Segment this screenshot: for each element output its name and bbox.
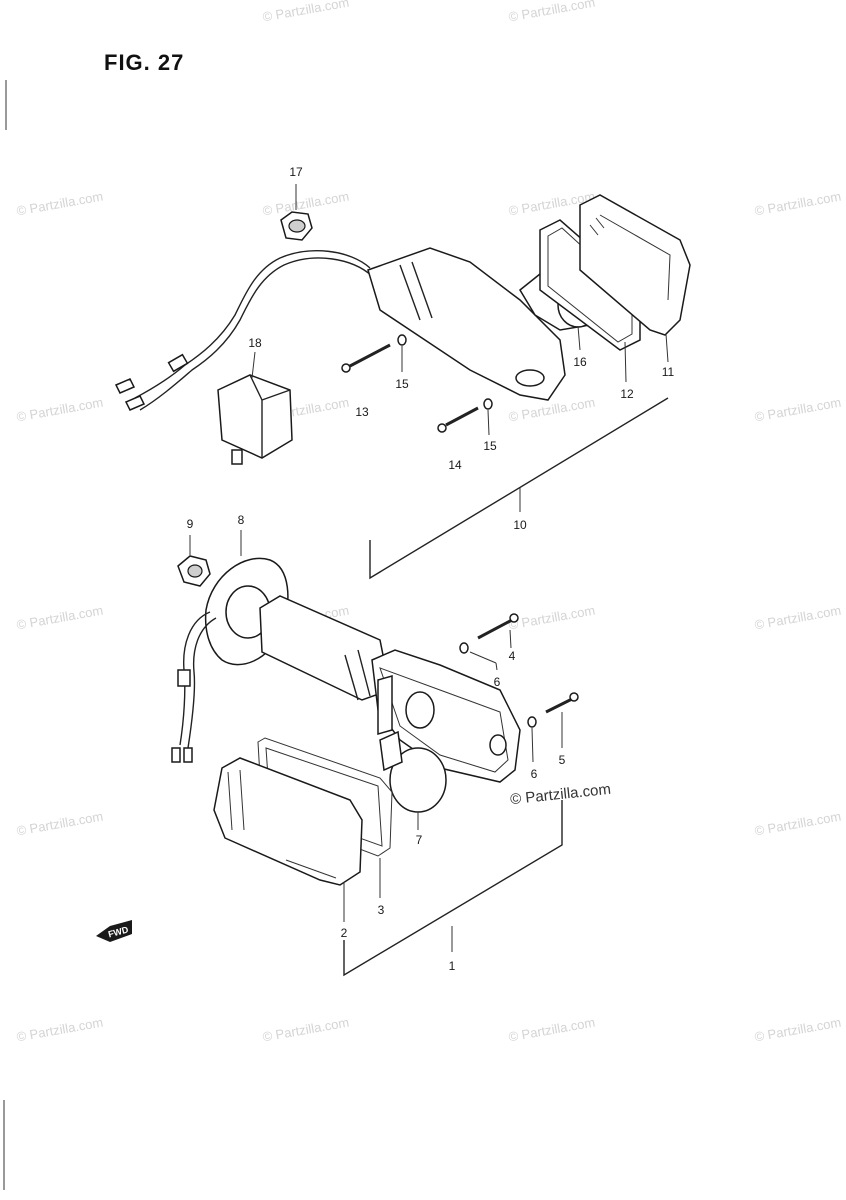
callout-8: 8 (237, 513, 245, 527)
callout-12: 12 (620, 387, 634, 401)
callout-16: 16 (573, 355, 587, 369)
callout-15a: 15 (395, 377, 409, 391)
callout-14: 14 (448, 458, 462, 472)
callout-17: 17 (289, 165, 303, 179)
callout-3: 3 (377, 903, 385, 917)
callout-9: 9 (186, 517, 194, 531)
screw-part-4 (477, 613, 519, 640)
washer-part-15a (397, 334, 407, 346)
callout-13: 13 (355, 405, 369, 419)
screw-part-5 (545, 692, 579, 714)
callout-10: 10 (513, 518, 527, 532)
turn-signal-stem-lower (259, 595, 391, 701)
callout-15b: 15 (483, 439, 497, 453)
lens-part-11 (579, 194, 691, 336)
screw-part-13 (341, 343, 391, 373)
lens-part-2 (213, 757, 363, 886)
callout-18: 18 (248, 336, 262, 350)
callout-7: 7 (415, 833, 423, 847)
turn-signal-housing-lower (371, 649, 521, 783)
callout-6a: 6 (493, 675, 501, 689)
callout-11: 11 (661, 365, 675, 379)
relay-part-18 (217, 374, 293, 465)
figure-title: FIG. 27 (104, 50, 185, 75)
nut-part-17 (280, 211, 313, 241)
callout-4: 4 (508, 649, 516, 663)
callout-1: 1 (448, 959, 456, 973)
wire-harness-upper (114, 250, 373, 411)
nut-part-9 (177, 555, 211, 587)
callout-6b: 6 (530, 767, 538, 781)
gasket-part-12 (539, 219, 641, 351)
screw-part-14 (437, 406, 479, 433)
wire-harness-lower (171, 611, 217, 763)
washer-part-15b (483, 398, 493, 410)
callout-5: 5 (558, 753, 566, 767)
washer-part-6a (459, 642, 469, 654)
washer-part-6b (527, 716, 537, 728)
callout-2: 2 (340, 926, 348, 940)
fwd-arrow-icon (96, 920, 132, 942)
bulb-part-7 (379, 730, 447, 813)
